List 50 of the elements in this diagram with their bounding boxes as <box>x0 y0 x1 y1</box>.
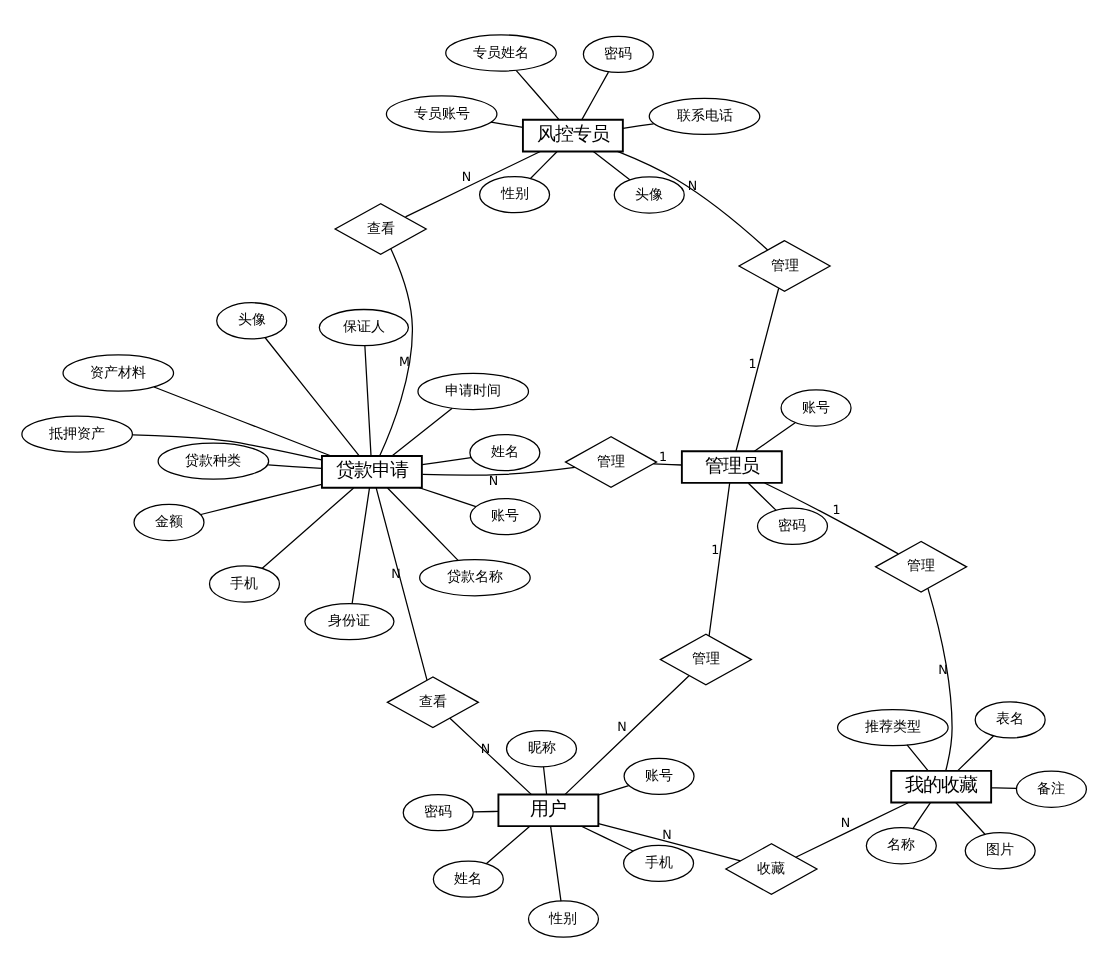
node-box: 风控专员 <box>521 118 624 153</box>
connector <box>581 71 610 121</box>
connector <box>622 123 655 129</box>
connector <box>747 482 777 511</box>
connector <box>404 150 541 218</box>
connector <box>379 248 413 457</box>
connector <box>529 151 558 180</box>
connector <box>386 487 459 562</box>
connector <box>153 386 332 457</box>
connector <box>261 487 355 569</box>
connector <box>490 121 524 129</box>
connector <box>592 150 631 181</box>
connector <box>132 434 323 461</box>
connector <box>485 825 531 865</box>
connector <box>795 802 909 858</box>
connector <box>421 456 472 466</box>
connector <box>267 464 323 470</box>
connector <box>580 825 634 852</box>
connector <box>364 345 372 457</box>
connector <box>990 787 1017 790</box>
node-box: 我的收藏 <box>890 769 993 804</box>
connector <box>912 802 931 830</box>
connector <box>472 810 499 813</box>
connector <box>652 463 683 466</box>
connector <box>550 825 562 902</box>
connector <box>375 487 428 681</box>
connector <box>763 482 899 555</box>
connector <box>735 287 780 452</box>
connector <box>418 487 477 508</box>
connector <box>616 150 769 251</box>
connector <box>351 487 371 605</box>
connector <box>708 482 731 637</box>
connector <box>391 407 453 457</box>
node-box: 管理员 <box>680 450 783 484</box>
connector <box>927 587 953 772</box>
connector <box>597 785 630 796</box>
node-box: 贷款申请 <box>321 455 423 489</box>
connector <box>264 337 360 457</box>
connector <box>542 766 548 796</box>
connector <box>597 822 742 862</box>
connector <box>564 675 690 795</box>
connector <box>955 801 986 835</box>
connector <box>515 69 560 121</box>
connector <box>906 744 929 772</box>
connector <box>956 735 995 772</box>
connector <box>753 422 796 452</box>
connector <box>421 466 576 476</box>
node-box: 用户 <box>497 793 600 828</box>
connector <box>449 717 532 795</box>
connector <box>200 483 323 516</box>
